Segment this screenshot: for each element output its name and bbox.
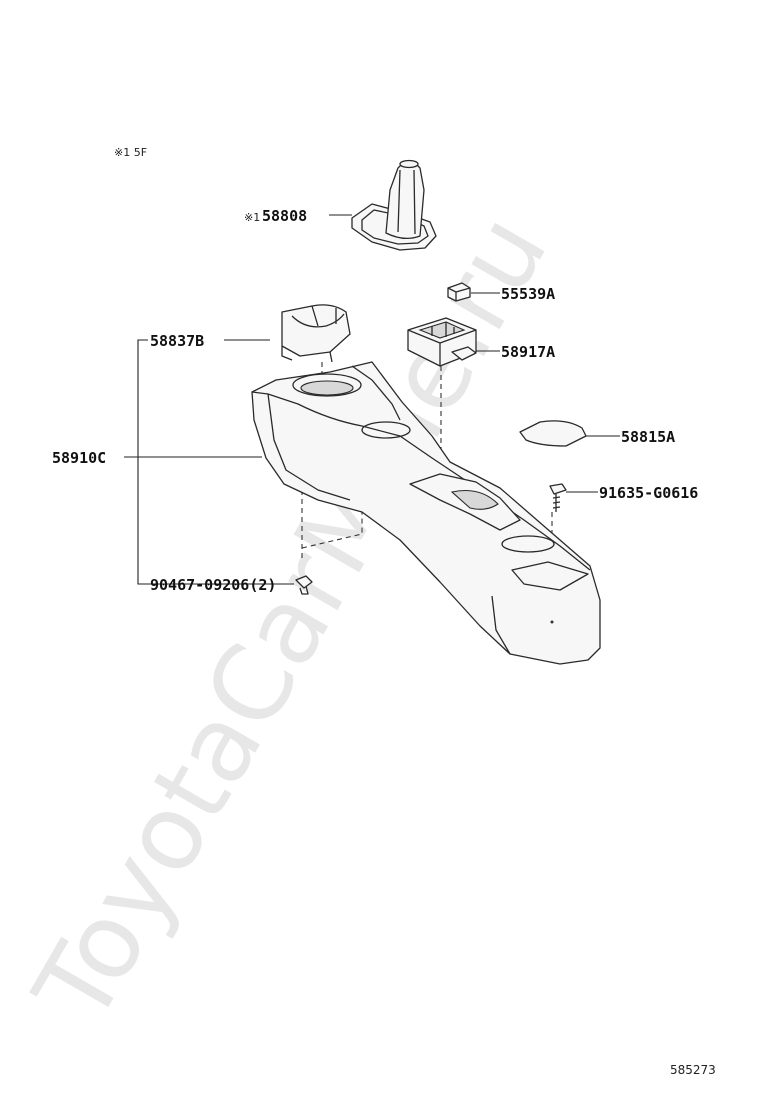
screw-part[interactable] — [549, 483, 567, 512]
mat-label[interactable]: 58815A — [621, 428, 675, 446]
group-bracket — [137, 339, 148, 585]
console-box-label[interactable]: 58910C — [52, 449, 106, 467]
clip-part[interactable] — [295, 575, 313, 595]
plug-label[interactable]: 55539A — [501, 285, 555, 303]
figure-number: 585273 — [670, 1063, 716, 1077]
cup-holder-insert-label[interactable]: 58837B — [150, 332, 204, 350]
plug-part[interactable] — [447, 282, 471, 302]
mat-part[interactable] — [519, 420, 587, 447]
cup-holder-insert-part[interactable] — [281, 304, 351, 363]
console-box-part[interactable] — [251, 361, 601, 665]
screw-label[interactable]: 91635-G0616 — [599, 484, 698, 502]
shift-boot-part[interactable] — [351, 159, 437, 251]
shift-boot-label[interactable]: 58808 — [262, 207, 307, 225]
panel-part[interactable] — [407, 317, 477, 367]
clip-label[interactable]: 90467-09206(2) — [150, 576, 276, 594]
clip-dash — [301, 490, 363, 560]
note-label: ※1 5F — [114, 146, 147, 159]
shift-boot-prefix: ※1 — [244, 211, 260, 224]
panel-label[interactable]: 58917A — [501, 343, 555, 361]
